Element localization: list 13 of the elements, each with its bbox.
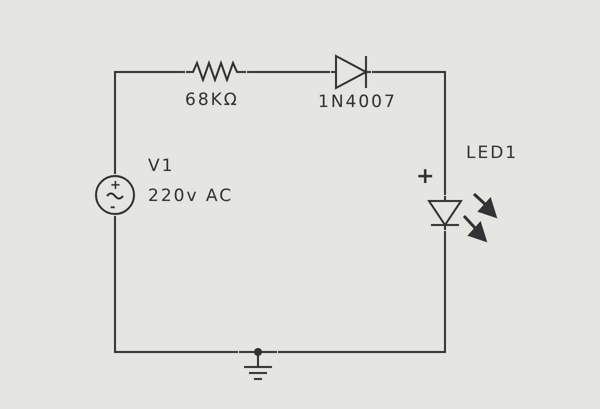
- wire: [278, 231, 446, 353]
- component-label: V1: [148, 158, 174, 175]
- component-label: 1N4007: [318, 94, 397, 111]
- component-label: 68KΩ: [185, 92, 239, 109]
- wire: [114, 71, 185, 174]
- component-label: 220v AC: [148, 188, 234, 205]
- wire: [372, 71, 446, 195]
- wire: [247, 71, 330, 73]
- component-label: LED1: [466, 145, 518, 162]
- wire: [114, 216, 238, 353]
- polarity-sign: -: [110, 201, 118, 214]
- polarity-sign: +: [110, 179, 123, 192]
- polarity-sign: +: [416, 166, 436, 188]
